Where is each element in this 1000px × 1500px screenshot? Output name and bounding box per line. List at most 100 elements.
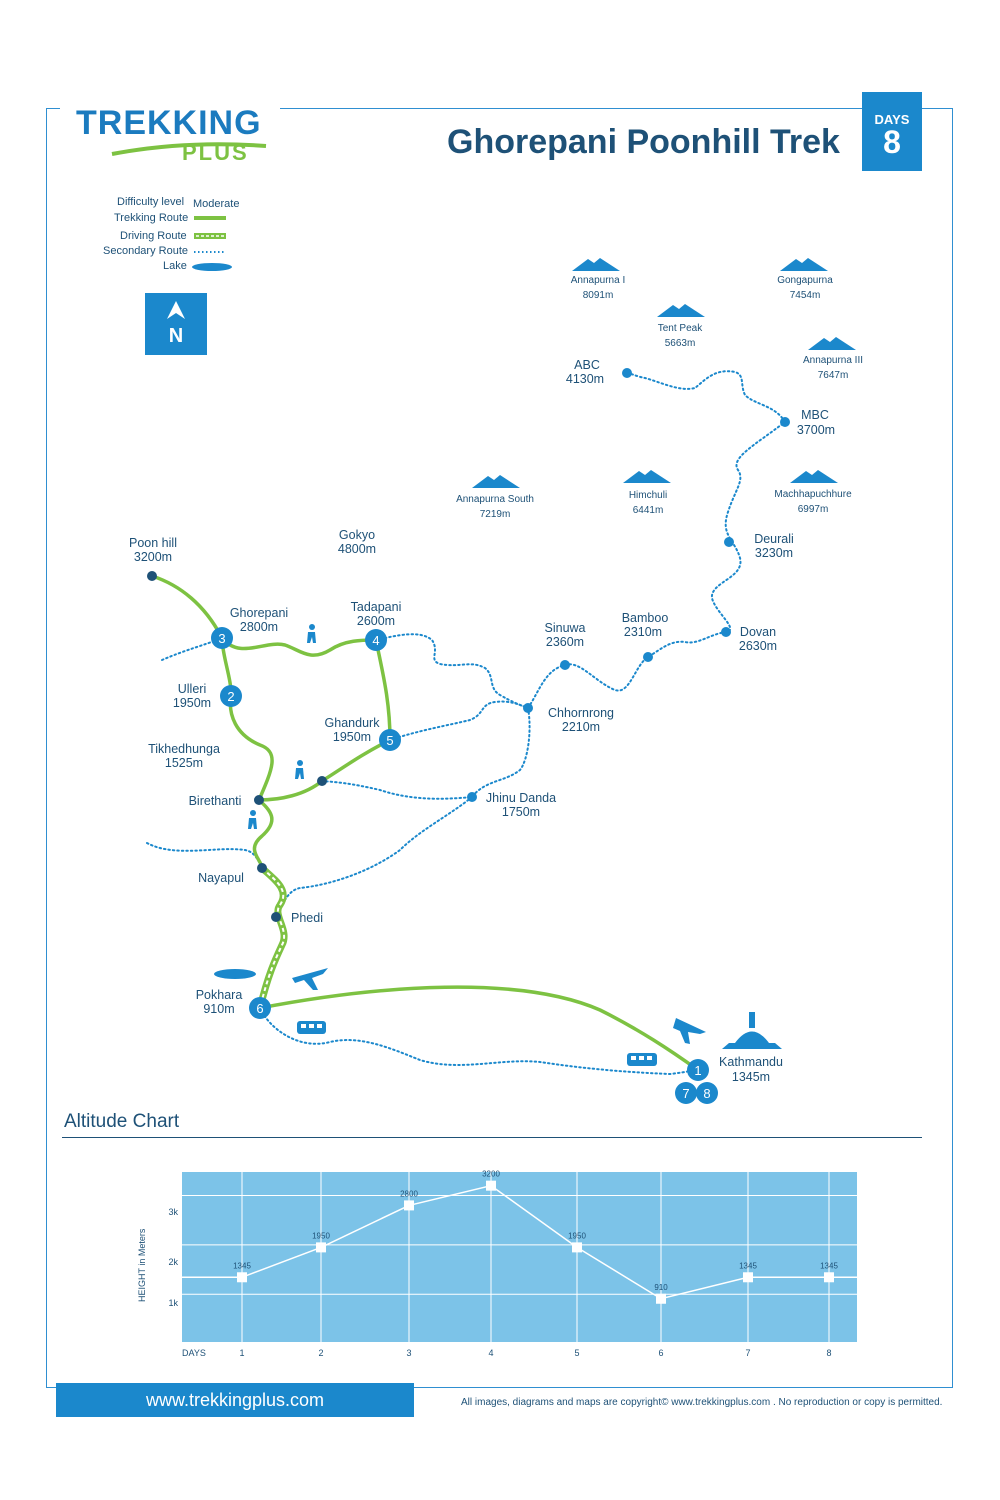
day-marker-8-label: 8 [703, 1086, 710, 1101]
secondary-route-ghandurk [389, 700, 529, 741]
peak-name: Gongapurna [777, 275, 833, 286]
hiker-icon [295, 760, 304, 779]
place-elevation: 2800m [240, 620, 278, 634]
north-label: N [168, 325, 184, 347]
place-elevation: 1950m [173, 696, 211, 710]
mountain-icon [472, 475, 520, 488]
altitude-point-label: 1345 [233, 1261, 251, 1270]
altitude-point [237, 1272, 247, 1283]
place-name: Ghandurk [325, 716, 381, 730]
place-elevation: 3700m [797, 423, 835, 437]
day-marker-4-label: 4 [372, 633, 379, 648]
peak-name: Tent Peak [658, 323, 703, 334]
day-marker-5-label: 5 [386, 733, 393, 748]
peak-name: Himchuli [629, 490, 667, 501]
footer-website-link[interactable]: www.trekkingplus.com [56, 1383, 414, 1417]
day-marker-1 [687, 1059, 709, 1081]
peak-name: Annapurna South [456, 494, 534, 505]
altitude-point [743, 1272, 753, 1283]
airplane-icon [673, 1018, 706, 1044]
place-dot-jhinu-danda [467, 792, 477, 802]
peak-elevation: 6441m [633, 505, 664, 516]
map-frame [46, 108, 953, 1388]
day-marker-4 [365, 629, 387, 651]
altitude-chart-title: Altitude Chart [64, 1111, 180, 1132]
chart-ytick: 3k [168, 1207, 178, 1217]
place-name: ABC [574, 358, 600, 372]
mountain-icon [780, 258, 828, 271]
driving-route [256, 865, 288, 1009]
peak-elevation: 7454m [790, 290, 821, 301]
altitude-point-label: 910 [654, 1283, 668, 1292]
place-name: Jhinu Danda [486, 791, 556, 805]
days-value: 8 [883, 124, 901, 160]
place-name: Dovan [740, 625, 776, 639]
place-name: Tikhedhunga [148, 742, 220, 756]
page-title: Ghorepani Poonhill Trek [447, 123, 840, 161]
trek-route-ulleri-birethanti [228, 694, 274, 802]
legend-trekking-route: Trekking Route [114, 212, 189, 224]
place-name: Poon hill [129, 536, 177, 550]
place-name: Bamboo [622, 611, 669, 625]
chart-xtick: 4 [488, 1348, 493, 1358]
legend-lake: Lake [163, 260, 187, 272]
place-name: Nayapul [198, 871, 244, 885]
place-dot-deurali [724, 537, 734, 547]
place-dot-phedi [271, 912, 281, 922]
place-dot-ghandurk-trail [317, 776, 327, 786]
peak-elevation: 6997m [798, 504, 829, 515]
mountain-icon [808, 337, 856, 350]
secondary-route-phedi [275, 796, 473, 918]
legend-lake-swatch [192, 263, 232, 271]
altitude-point [486, 1180, 496, 1191]
place-elevation: 2600m [357, 614, 395, 628]
north-indicator: N [145, 293, 207, 355]
day-marker-7-label: 7 [682, 1086, 689, 1101]
secondary-route-abc [527, 370, 787, 709]
legend-driving-route: Driving Route [120, 230, 187, 242]
trek-route-ghorepani-tadapani [220, 636, 378, 657]
place-dot-sinuwa [560, 660, 570, 670]
place-elevation: 4130m [566, 372, 604, 386]
place-elevation: 1750m [502, 805, 540, 819]
legend-secondary-route: Secondary Route [103, 245, 188, 257]
altitude-point [656, 1293, 666, 1304]
peak-elevation: 5663m [665, 338, 696, 349]
altitude-series-line [182, 1184, 857, 1300]
altitude-point [572, 1242, 582, 1253]
altitude-point-label: 1950 [568, 1231, 586, 1240]
stupa-icon [722, 1012, 782, 1049]
place-elevation: 1950m [333, 730, 371, 744]
place-dot-dovan [721, 627, 731, 637]
altitude-chart: HEIGHT in Meters 1k 2k 3k DAYS 134511950… [137, 1170, 857, 1358]
place-name: Chhornrong [548, 706, 614, 720]
chart-xtick: 1 [239, 1348, 244, 1358]
chart-xlabel: DAYS [182, 1348, 206, 1358]
peak-name: Machhapuchhure [774, 489, 852, 500]
secondary-route-tadapani-east [375, 633, 529, 709]
place-name: Tadapani [351, 600, 402, 614]
place-elevation: 2360m [546, 635, 584, 649]
place-elevation: 3230m [755, 546, 793, 560]
place-dot-birethanti [254, 795, 264, 805]
place-elevation: 1345m [732, 1070, 770, 1084]
bus-icon [627, 1053, 657, 1066]
chart-xtick: 6 [658, 1348, 663, 1358]
place-name: Kathmandu [719, 1055, 783, 1069]
place-name: Gokyo [339, 528, 375, 542]
place-dot-chhornrong [523, 703, 533, 713]
chart-ylabel: HEIGHT in Meters [137, 1228, 147, 1302]
legend-difficulty-value: Moderate [193, 198, 240, 210]
chart-xtick: 5 [574, 1348, 579, 1358]
airplane-icon [292, 968, 328, 990]
trek-route-birethanti-nayapul [252, 798, 274, 870]
altitude-point-label: 1345 [820, 1261, 838, 1270]
place-name: Deurali [754, 532, 794, 546]
place-name: Birethanti [189, 794, 242, 808]
mountain-icon [623, 470, 671, 483]
chart-xtick: 2 [318, 1348, 323, 1358]
day-marker-7 [675, 1082, 697, 1104]
bus-icon [297, 1021, 326, 1034]
place-elevation: 2210m [562, 720, 600, 734]
mountain-icon [657, 304, 705, 317]
